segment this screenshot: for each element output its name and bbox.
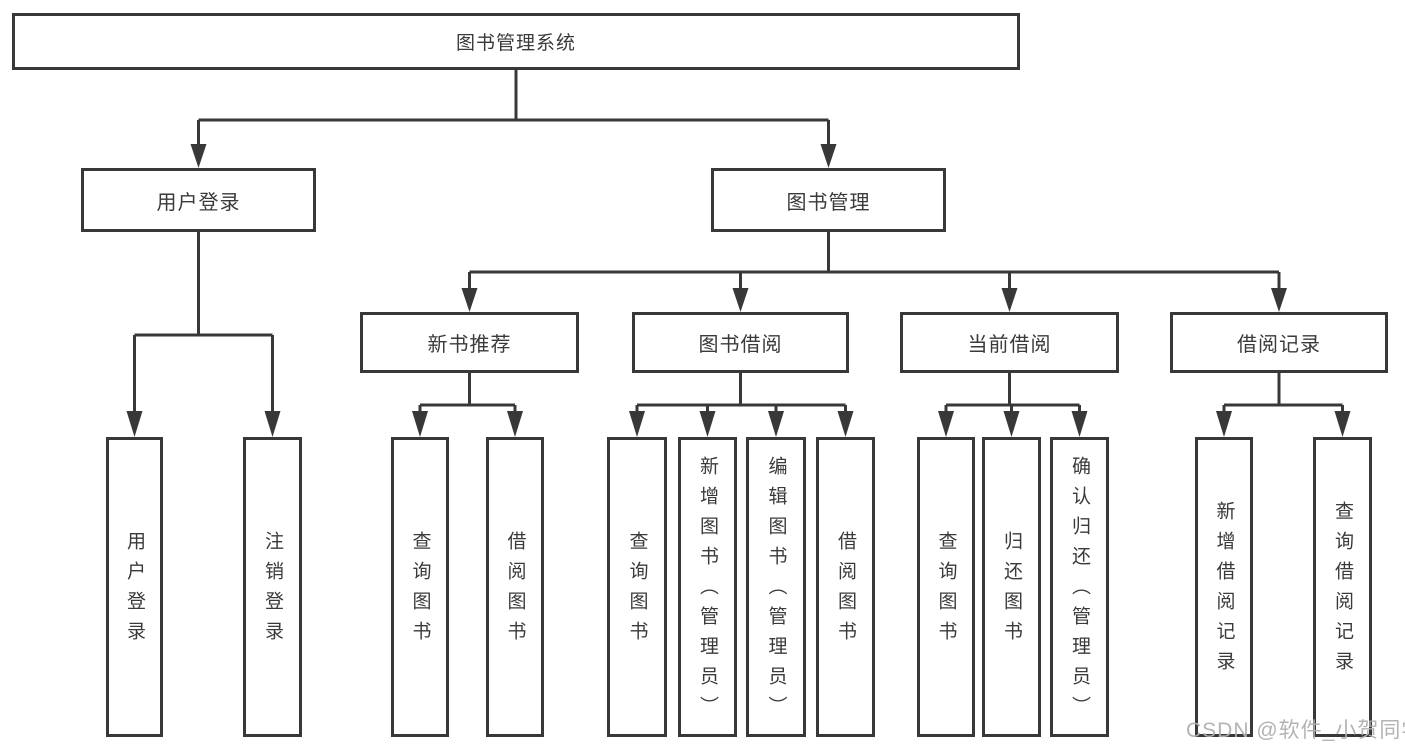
leaf-query-borrow-record: 查询借阅记录 <box>1313 437 1372 737</box>
leaf-logout: 注销登录 <box>243 437 302 737</box>
leaf-add-borrow-record: 新增借阅记录 <box>1195 437 1253 737</box>
node-new-book-recommend: 新书推荐 <box>360 312 579 373</box>
leaf-query-books-current: 查询图书 <box>917 437 975 737</box>
node-current-borrow: 当前借阅 <box>900 312 1119 373</box>
leaf-user-login: 用户登录 <box>106 437 163 737</box>
leaf-confirm-return-admin: 确认归还（管理员） <box>1050 437 1109 737</box>
leaf-query-books-recommend: 查询图书 <box>391 437 449 737</box>
leaf-add-books-admin: 新增图书（管理员） <box>678 437 737 737</box>
leaf-borrow-books: 借阅图书 <box>816 437 875 737</box>
leaf-query-books-borrow: 查询图书 <box>607 437 667 737</box>
node-book-management: 图书管理 <box>711 168 946 232</box>
node-user-login: 用户登录 <box>81 168 316 232</box>
leaf-borrow-books-recommend: 借阅图书 <box>486 437 544 737</box>
csdn-watermark: CSDN @软件_小贺同学 <box>1186 719 1405 742</box>
node-book-borrow: 图书借阅 <box>632 312 849 373</box>
node-root-library-system: 图书管理系统 <box>12 13 1020 70</box>
node-borrow-records: 借阅记录 <box>1170 312 1388 373</box>
arrowhead-icons <box>126 144 1351 437</box>
leaf-edit-books-admin: 编辑图书（管理员） <box>746 437 806 737</box>
leaf-return-books: 归还图书 <box>982 437 1041 737</box>
